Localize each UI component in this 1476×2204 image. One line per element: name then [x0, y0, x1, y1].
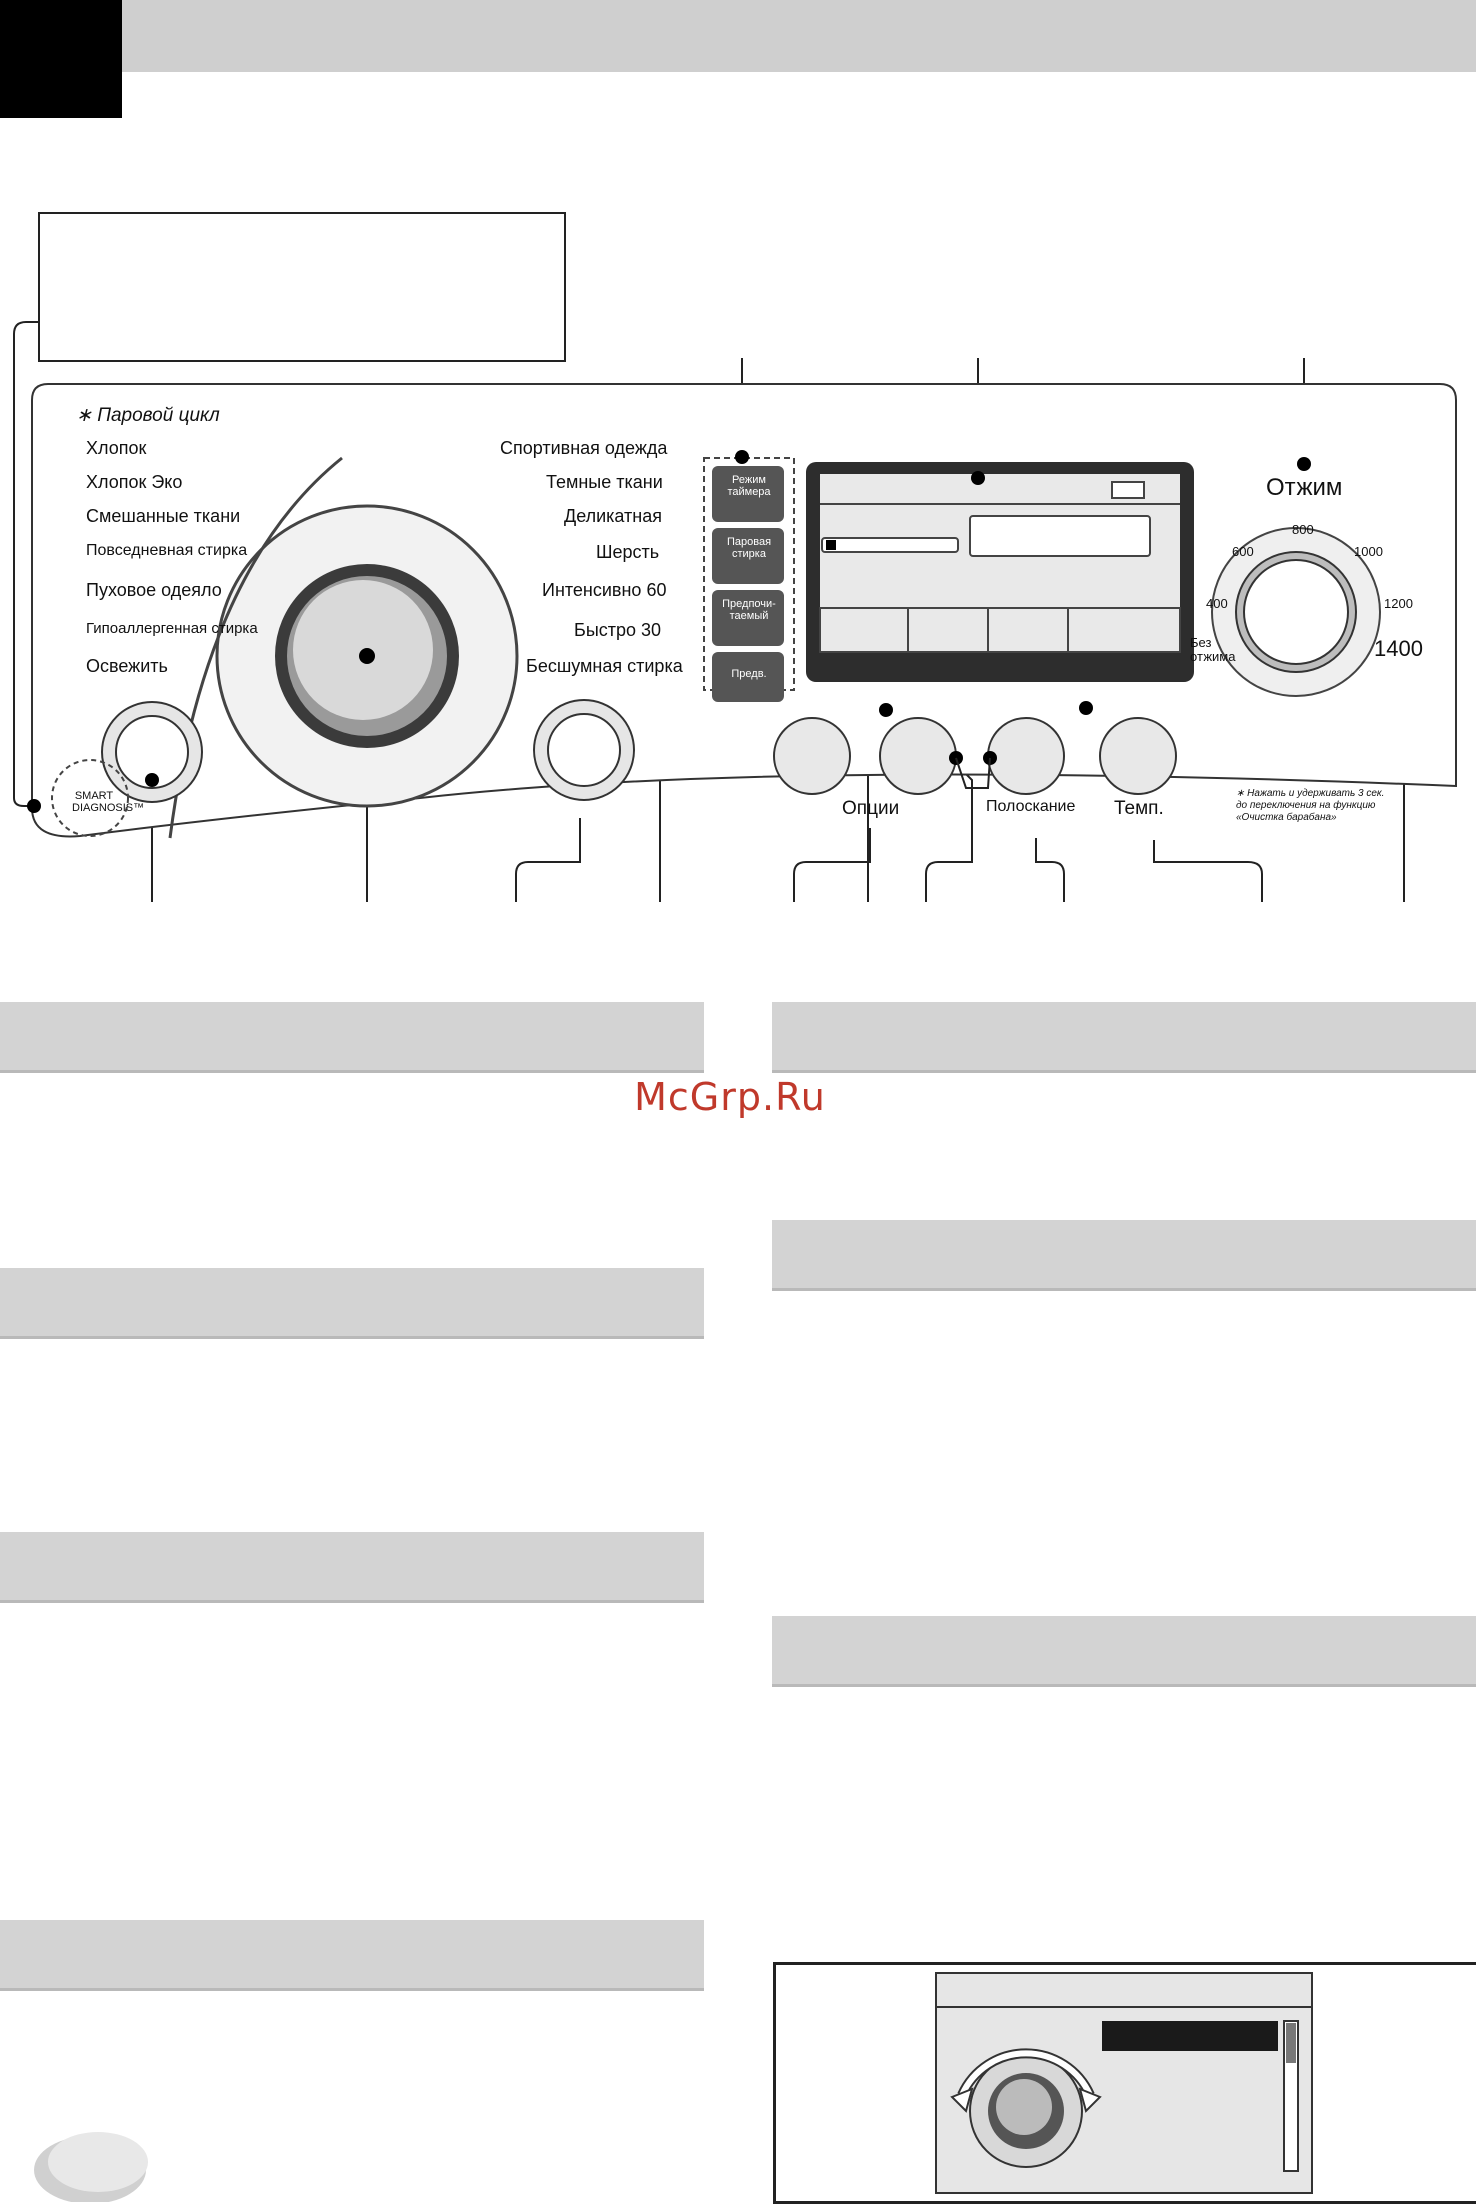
note-line-2: до переключения на функцию	[1236, 800, 1376, 811]
section-bar-7	[0, 1920, 704, 1991]
spin-1200: 1200	[1384, 596, 1413, 611]
rinse-label: Полоскание	[986, 798, 1076, 815]
section-bar-2	[772, 1002, 1476, 1073]
program-refresh[interactable]: Освежить	[86, 656, 168, 676]
page-number-badge	[34, 2132, 148, 2202]
dial-illustration	[773, 1962, 1476, 2204]
program-duvet[interactable]: Пуховое одеяло	[86, 580, 222, 600]
program-dark[interactable]: Темные ткани	[546, 472, 663, 492]
spin-1400: 1400	[1374, 636, 1423, 661]
page-header-bar	[122, 0, 1476, 72]
program-mixed[interactable]: Смешанные ткани	[86, 506, 241, 526]
steam-legend-text: Паровой цикл	[97, 405, 220, 426]
note-line-1: ∗ Нажать и удерживать 3 сек.	[1236, 788, 1385, 799]
spin-1000: 1000	[1354, 544, 1383, 559]
callout-box	[38, 212, 566, 362]
section-bar-4	[772, 1220, 1476, 1291]
side-button-prewash[interactable]: Предв.	[731, 668, 767, 680]
program-daily[interactable]: Повседневная стирка	[86, 542, 248, 559]
smart-diagnosis-line2: DIAGNOSIS™	[72, 802, 145, 814]
side-button-favorite[interactable]: Предпочи- таемый	[722, 598, 776, 622]
section-bar-6	[772, 1616, 1476, 1687]
control-panel: ∗ Паровой цикл Хлопок Хлопок Эко Смешанн…	[20, 378, 1470, 840]
program-wool[interactable]: Шерсть	[596, 542, 660, 562]
program-intensive60[interactable]: Интенсивно 60	[542, 580, 667, 600]
note-line-3: «Очистка барабана»	[1236, 812, 1337, 823]
side-button-timer[interactable]: Режим таймера	[727, 474, 771, 498]
section-bar-5	[0, 1532, 704, 1603]
program-quick30[interactable]: Быстро 30	[574, 620, 662, 640]
options-label: Опции	[842, 798, 900, 819]
smart-diagnosis-line1: SMART	[74, 790, 114, 802]
program-sport[interactable]: Спортивная одежда	[500, 438, 668, 458]
program-allergy[interactable]: Гипоаллергенная стирка	[86, 620, 258, 637]
program-delicate[interactable]: Деликатная	[564, 506, 662, 526]
program-cotton[interactable]: Хлопок	[86, 438, 147, 458]
drum-clean-note: ∗ Нажать и удерживать 3 сек. до переключ…	[1236, 788, 1384, 824]
steam-legend: ∗ Паровой цикл	[76, 405, 220, 426]
spin-400: 400	[1206, 596, 1228, 611]
smart-diagnosis-label[interactable]: SMART DIAGNOSIS™	[72, 790, 145, 814]
program-silent[interactable]: Бесшумная стирка	[526, 656, 683, 676]
spin-600: 600	[1232, 544, 1254, 559]
watermark: McGrp.Ru	[634, 1075, 826, 1119]
page-corner-block	[0, 0, 122, 118]
spin-title: Отжим	[1266, 474, 1343, 501]
section-bar-3	[0, 1268, 704, 1339]
section-bar-1	[0, 1002, 704, 1073]
program-cotton-eco[interactable]: Хлопок Эко	[86, 472, 183, 492]
spin-none: Без отжима	[1190, 635, 1236, 664]
temp-label: Темп.	[1114, 798, 1164, 819]
side-button-steam[interactable]: Паровая стирка	[726, 536, 772, 560]
spin-800: 800	[1292, 522, 1314, 537]
